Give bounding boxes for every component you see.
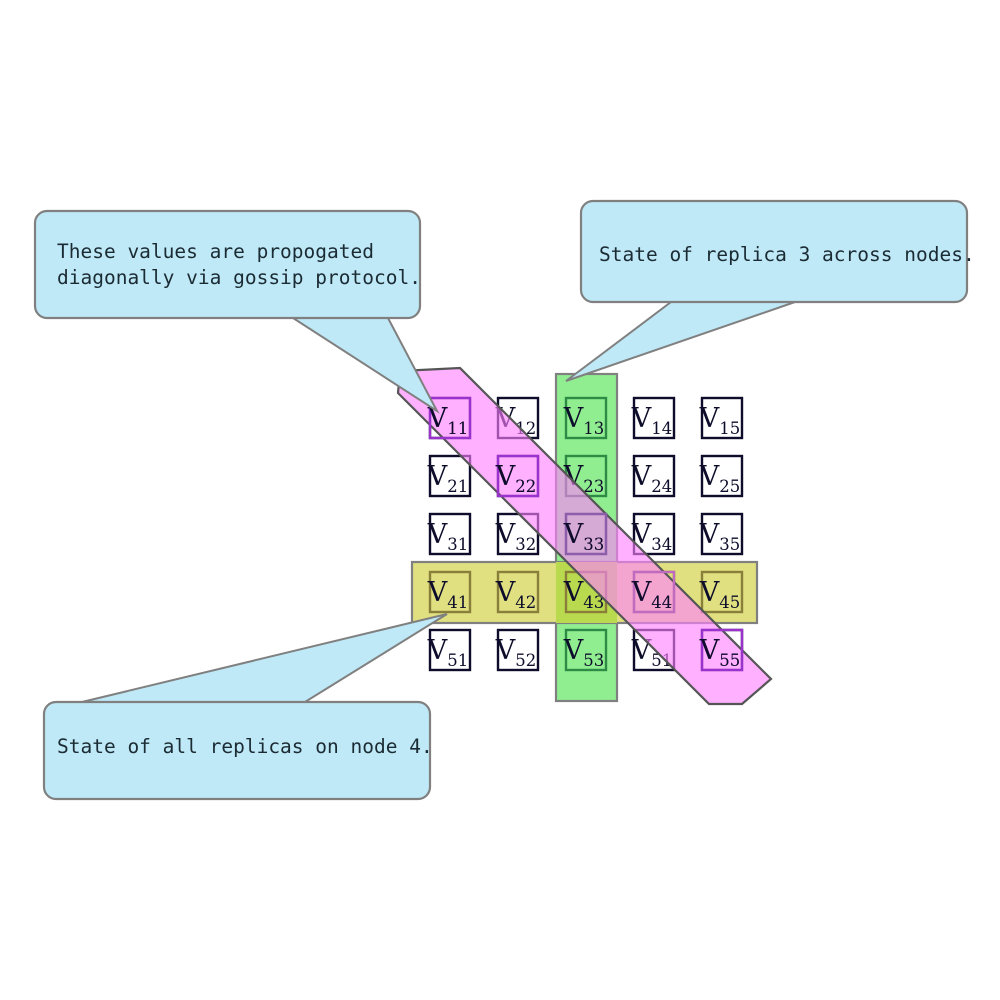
grid-cell-52[interactable]: V52 <box>495 628 540 672</box>
cell-border <box>632 454 676 498</box>
cell-outline-overlay-44 <box>632 570 676 614</box>
cell-outline-overlay-33 <box>564 512 608 556</box>
cell-border <box>564 396 608 440</box>
cell-border <box>428 512 472 556</box>
cell-border <box>700 512 744 556</box>
callout-tail <box>289 317 440 414</box>
cell-outline-overlay-11 <box>428 396 472 440</box>
grid-cell-25[interactable]: V25 <box>699 454 744 498</box>
callout-tail <box>565 301 796 382</box>
grid-cell-15[interactable]: V15 <box>699 396 744 440</box>
cell-border <box>700 570 744 614</box>
callout-text: State of replica 3 across nodes. <box>599 243 975 266</box>
callout-node-4[interactable]: State of all replicas on node 4. <box>42 613 448 801</box>
cell-border <box>496 570 540 614</box>
cell-border <box>496 628 540 672</box>
cell-border <box>632 396 676 440</box>
callout-text: State of all replicas on node 4. <box>57 735 433 758</box>
cell-border <box>428 628 472 672</box>
grid-cell-31[interactable]: V31 <box>427 512 472 556</box>
cell-border <box>428 454 472 498</box>
gossip-diagonal-band <box>396 366 773 706</box>
grid-cell-21[interactable]: V21 <box>427 454 472 498</box>
cell-border <box>564 628 608 672</box>
grid-cell-24[interactable]: V24 <box>631 454 676 498</box>
grid-cell-51[interactable]: V51 <box>427 628 472 672</box>
callout-box <box>579 199 969 304</box>
grid-cell-35[interactable]: V35 <box>699 512 744 556</box>
cell-border <box>700 396 744 440</box>
callout-box <box>33 209 422 320</box>
callout-replica-3[interactable]: State of replica 3 across nodes. <box>565 199 975 382</box>
grid-cell-41[interactable]: V41 <box>427 570 472 614</box>
cell-outline-overlay-22 <box>496 454 540 498</box>
cell-border <box>700 454 744 498</box>
callout-tail <box>81 613 448 703</box>
callout-box <box>42 700 432 801</box>
grid-cell-14[interactable]: V14 <box>631 396 676 440</box>
grid-cell-32[interactable]: V32 <box>495 512 540 556</box>
cell-border <box>428 570 472 614</box>
cell-outline-overlay-55 <box>700 628 744 672</box>
